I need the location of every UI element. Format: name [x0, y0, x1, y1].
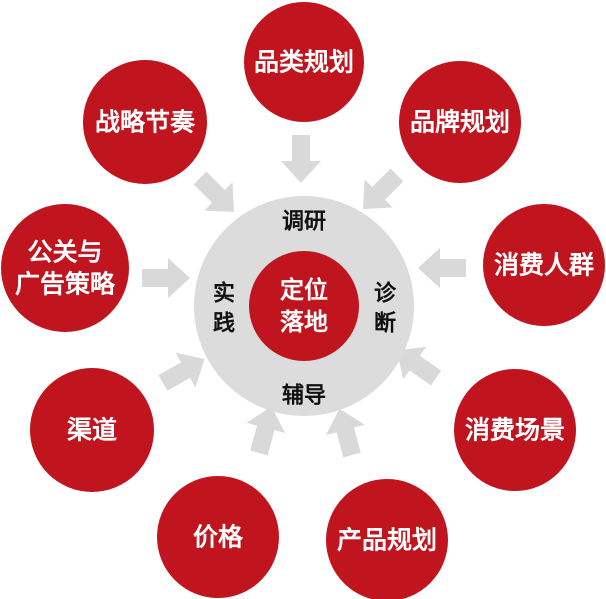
- node-strategic-rhythm: 战略节奏: [83, 60, 207, 184]
- center-circle: [249, 251, 359, 361]
- center-label-line2: 落地: [280, 308, 328, 336]
- node-label: 产品规划: [337, 526, 437, 555]
- ring-left-char: 实: [213, 281, 235, 307]
- node-circle: [1, 204, 129, 332]
- arrow-consumption-scenes: [396, 346, 442, 386]
- node-circle: [326, 479, 448, 599]
- arrow-product-planning: [325, 408, 365, 458]
- node-consumption-scenes: 消费场景: [454, 369, 576, 491]
- node-label: 品类规划: [254, 48, 354, 77]
- ring-right-char: 断: [374, 311, 396, 337]
- arrows-layer: [142, 135, 466, 458]
- node-circle: [483, 204, 605, 326]
- node-channels: 渠道: [30, 368, 154, 492]
- node-product-planning: 产品规划: [326, 479, 448, 599]
- ring-label-bottom: 辅导: [282, 383, 326, 409]
- node-label: 消费场景: [465, 416, 565, 445]
- node-label: 公关与: [27, 238, 102, 267]
- center-label-line1: 定位: [280, 276, 328, 304]
- node-circle: [83, 60, 207, 184]
- node-circle: [399, 61, 521, 183]
- arrow-brand-planning: [363, 168, 404, 209]
- arrow-channels: [158, 352, 205, 391]
- node-label: 消费人群: [494, 251, 594, 280]
- arrow-consumer-groups: [418, 248, 466, 288]
- node-label: 价格: [193, 523, 244, 552]
- ring-right-char: 诊: [374, 281, 397, 307]
- arrow-price: [246, 406, 286, 456]
- node-price: 价格: [157, 476, 279, 598]
- node-label: 广告策略: [15, 270, 116, 299]
- node-circle: [30, 368, 154, 492]
- ring-label-left: 实践: [213, 281, 235, 337]
- ring-label-top: 调研: [282, 210, 326, 235]
- ring-left-char: 践: [213, 312, 235, 337]
- ring-label-right: 诊断: [374, 281, 397, 337]
- arrow-strategic-rhythm: [193, 171, 234, 212]
- node-brand-planning: 品牌规划: [399, 61, 521, 183]
- node-consumer-groups: 消费人群: [483, 204, 605, 326]
- node-circle: [157, 476, 279, 598]
- node-label: 渠道: [67, 416, 117, 445]
- node-category-planning: 品类规划: [244, 2, 364, 122]
- node-circle: [454, 369, 576, 491]
- arrow-pr-ad-strategy: [142, 258, 190, 298]
- node-label: 战略节奏: [95, 108, 196, 137]
- node-label: 品牌规划: [410, 108, 510, 137]
- arrow-category-planning: [281, 135, 321, 183]
- node-circle: [244, 2, 364, 122]
